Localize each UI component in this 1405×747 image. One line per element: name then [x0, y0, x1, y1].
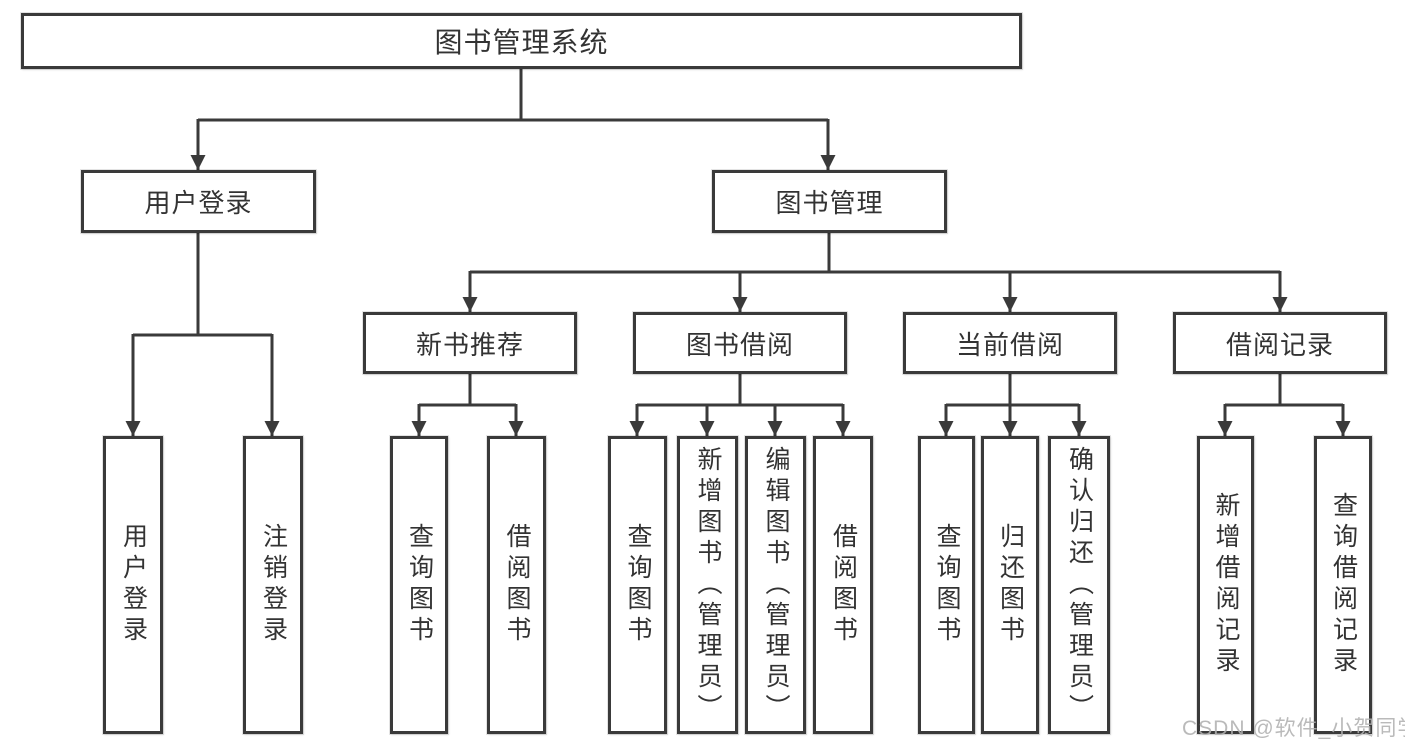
leaf-edit-book-admin: 编辑图书（管理员） [745, 436, 806, 734]
leaf-edit-book-admin-label: 编辑图书（管理员） [762, 445, 790, 725]
leaf-borrow-book: 借阅图书 [813, 436, 873, 734]
leaf-add-book-admin: 新增图书（管理员） [677, 436, 738, 734]
node-book-borrow: 图书借阅 [633, 312, 847, 374]
leaf-add-borrow-record-label: 新增借阅记录 [1212, 492, 1240, 678]
node-borrow-records-label: 借阅记录 [1225, 329, 1334, 360]
leaf-borrow-book-recommend-label: 借阅图书 [503, 523, 531, 647]
node-book-management: 图书管理 [712, 170, 947, 233]
leaf-return-book: 归还图书 [981, 436, 1039, 734]
leaf-query-book-recommend-label: 查询图书 [405, 523, 434, 647]
leaf-query-book-borrow-label: 查询图书 [624, 523, 652, 647]
node-new-book-recommend: 新书推荐 [363, 312, 577, 374]
node-current-borrow: 当前借阅 [903, 312, 1117, 374]
leaf-borrow-book-label: 借阅图书 [829, 523, 858, 647]
node-library-system-label: 图书管理系统 [434, 27, 609, 58]
leaf-confirm-return-admin: 确认归还（管理员） [1048, 436, 1110, 734]
leaf-return-book-label: 归还图书 [996, 523, 1025, 647]
leaf-user-login-label: 用户登录 [119, 523, 148, 647]
leaf-query-book-current-label: 查询图书 [933, 523, 961, 647]
watermark: CSDN @软件_小贺同学 [1182, 717, 1405, 740]
leaf-logout: 注销登录 [243, 436, 303, 734]
leaf-borrow-book-recommend: 借阅图书 [487, 436, 546, 734]
node-new-book-recommend-label: 新书推荐 [415, 329, 524, 360]
node-book-management-label: 图书管理 [775, 188, 884, 218]
node-book-borrow-label: 图书借阅 [685, 329, 794, 360]
node-current-borrow-label: 当前借阅 [955, 329, 1064, 360]
leaf-query-borrow-record-label: 查询借阅记录 [1329, 492, 1358, 678]
leaf-confirm-return-admin-label: 确认归还（管理员） [1065, 445, 1094, 725]
node-borrow-records: 借阅记录 [1173, 312, 1387, 374]
connector-arrows [125, 69, 1351, 436]
node-user-login-label: 用户登录 [144, 188, 253, 218]
leaf-logout-label: 注销登录 [259, 523, 288, 647]
leaf-query-book-recommend: 查询图书 [390, 436, 448, 734]
leaf-add-book-admin-label: 新增图书（管理员） [694, 445, 722, 725]
leaf-query-book-current: 查询图书 [918, 436, 975, 734]
leaf-add-borrow-record: 新增借阅记录 [1197, 436, 1254, 734]
node-user-login: 用户登录 [81, 170, 316, 233]
leaf-user-login: 用户登录 [103, 436, 163, 734]
leaf-query-book-borrow: 查询图书 [608, 436, 667, 734]
node-library-system: 图书管理系统 [21, 13, 1022, 69]
leaf-query-borrow-record: 查询借阅记录 [1314, 436, 1372, 734]
